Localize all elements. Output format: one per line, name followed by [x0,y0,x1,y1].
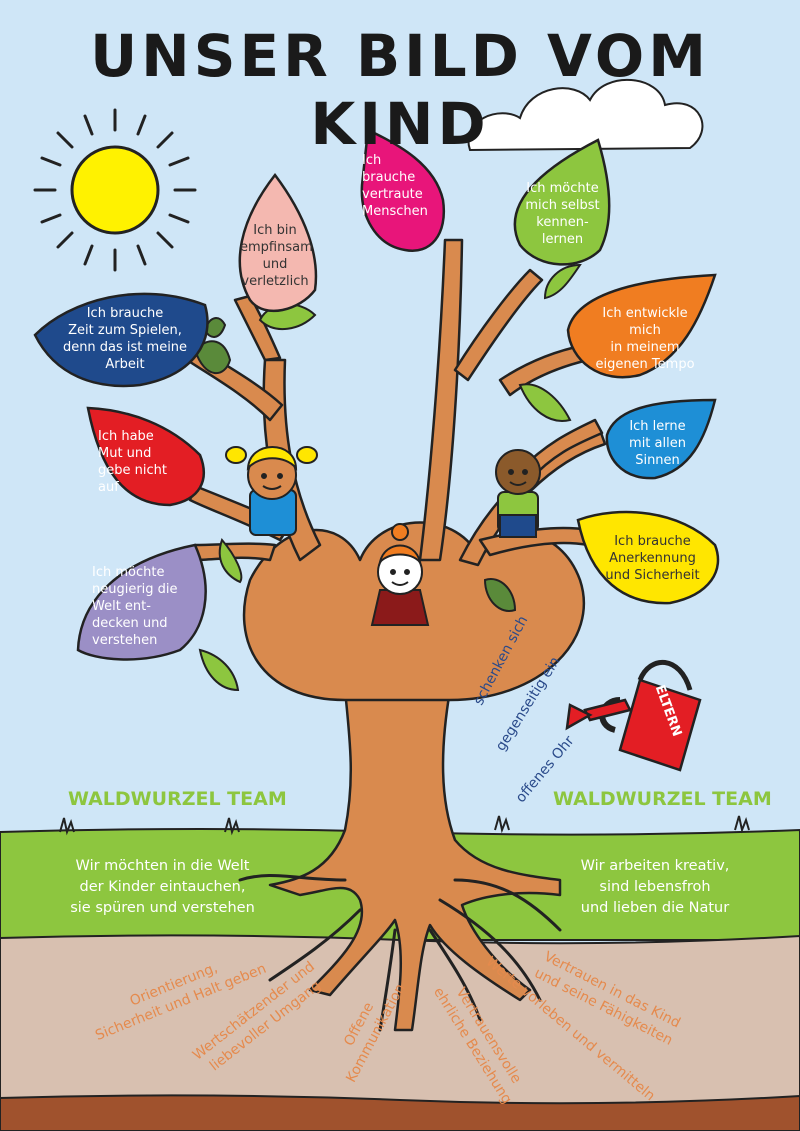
leaf-sinne-label: Ich lerne mit allen Sinnen [629,419,686,468]
leaf-neugierig-label: Ich möchte neugierig die Welt ent- decke… [92,565,178,648]
team-left-text: Wir möchten in die Welt der Kinder einta… [70,858,255,916]
leaf-selbst-label: Ich möchte mich selbst kennen- lernen [525,181,600,247]
leaf-zeit-label: Ich brauche Zeit zum Spielen, denn das i… [62,306,188,372]
team-left-heading: WALDWURZEL TEAM [68,788,287,810]
leaf-anerkennung-label: Ich brauche Anerkennung und Sicherheit [605,534,700,583]
leaf-empfindsam-shape [238,172,318,313]
leaf-vertraute-label: Ich brauche vertraute Menschen [362,153,428,219]
leaf-anerkennung-shape [576,510,720,605]
sun-icon [33,108,197,272]
page-title: UNSER BILD VOM KIND [90,22,710,158]
watering-can-icon [565,660,702,772]
leaf-neugierig-shape [76,543,207,661]
leaf-selbst-shape [513,138,611,266]
leaf-mut-label: Ich habe Mut und gebe nicht auf [98,429,167,495]
cloud-icon [467,78,704,152]
leaf-empfindsam-label: Ich bin empfinsam und verletzlich [240,223,313,289]
leaf-tempo-shape [566,273,717,379]
child-middle-icon [370,523,430,626]
child-left-icon [225,446,318,536]
leaf-vertraute-shape [360,128,446,253]
leaf-tempo-label: Ich entwickle mich in meinem eigenen Tem… [595,306,695,372]
leaf-zeit-shape [33,292,209,388]
team-right-text: Wir arbeiten kreativ, sind lebensfroh un… [580,858,730,916]
leaf-sinne-shape [605,398,717,480]
team-right-heading: WALDWURZEL TEAM [553,788,772,810]
child-right-icon [495,449,541,538]
leaf-mut-shape [86,406,205,507]
